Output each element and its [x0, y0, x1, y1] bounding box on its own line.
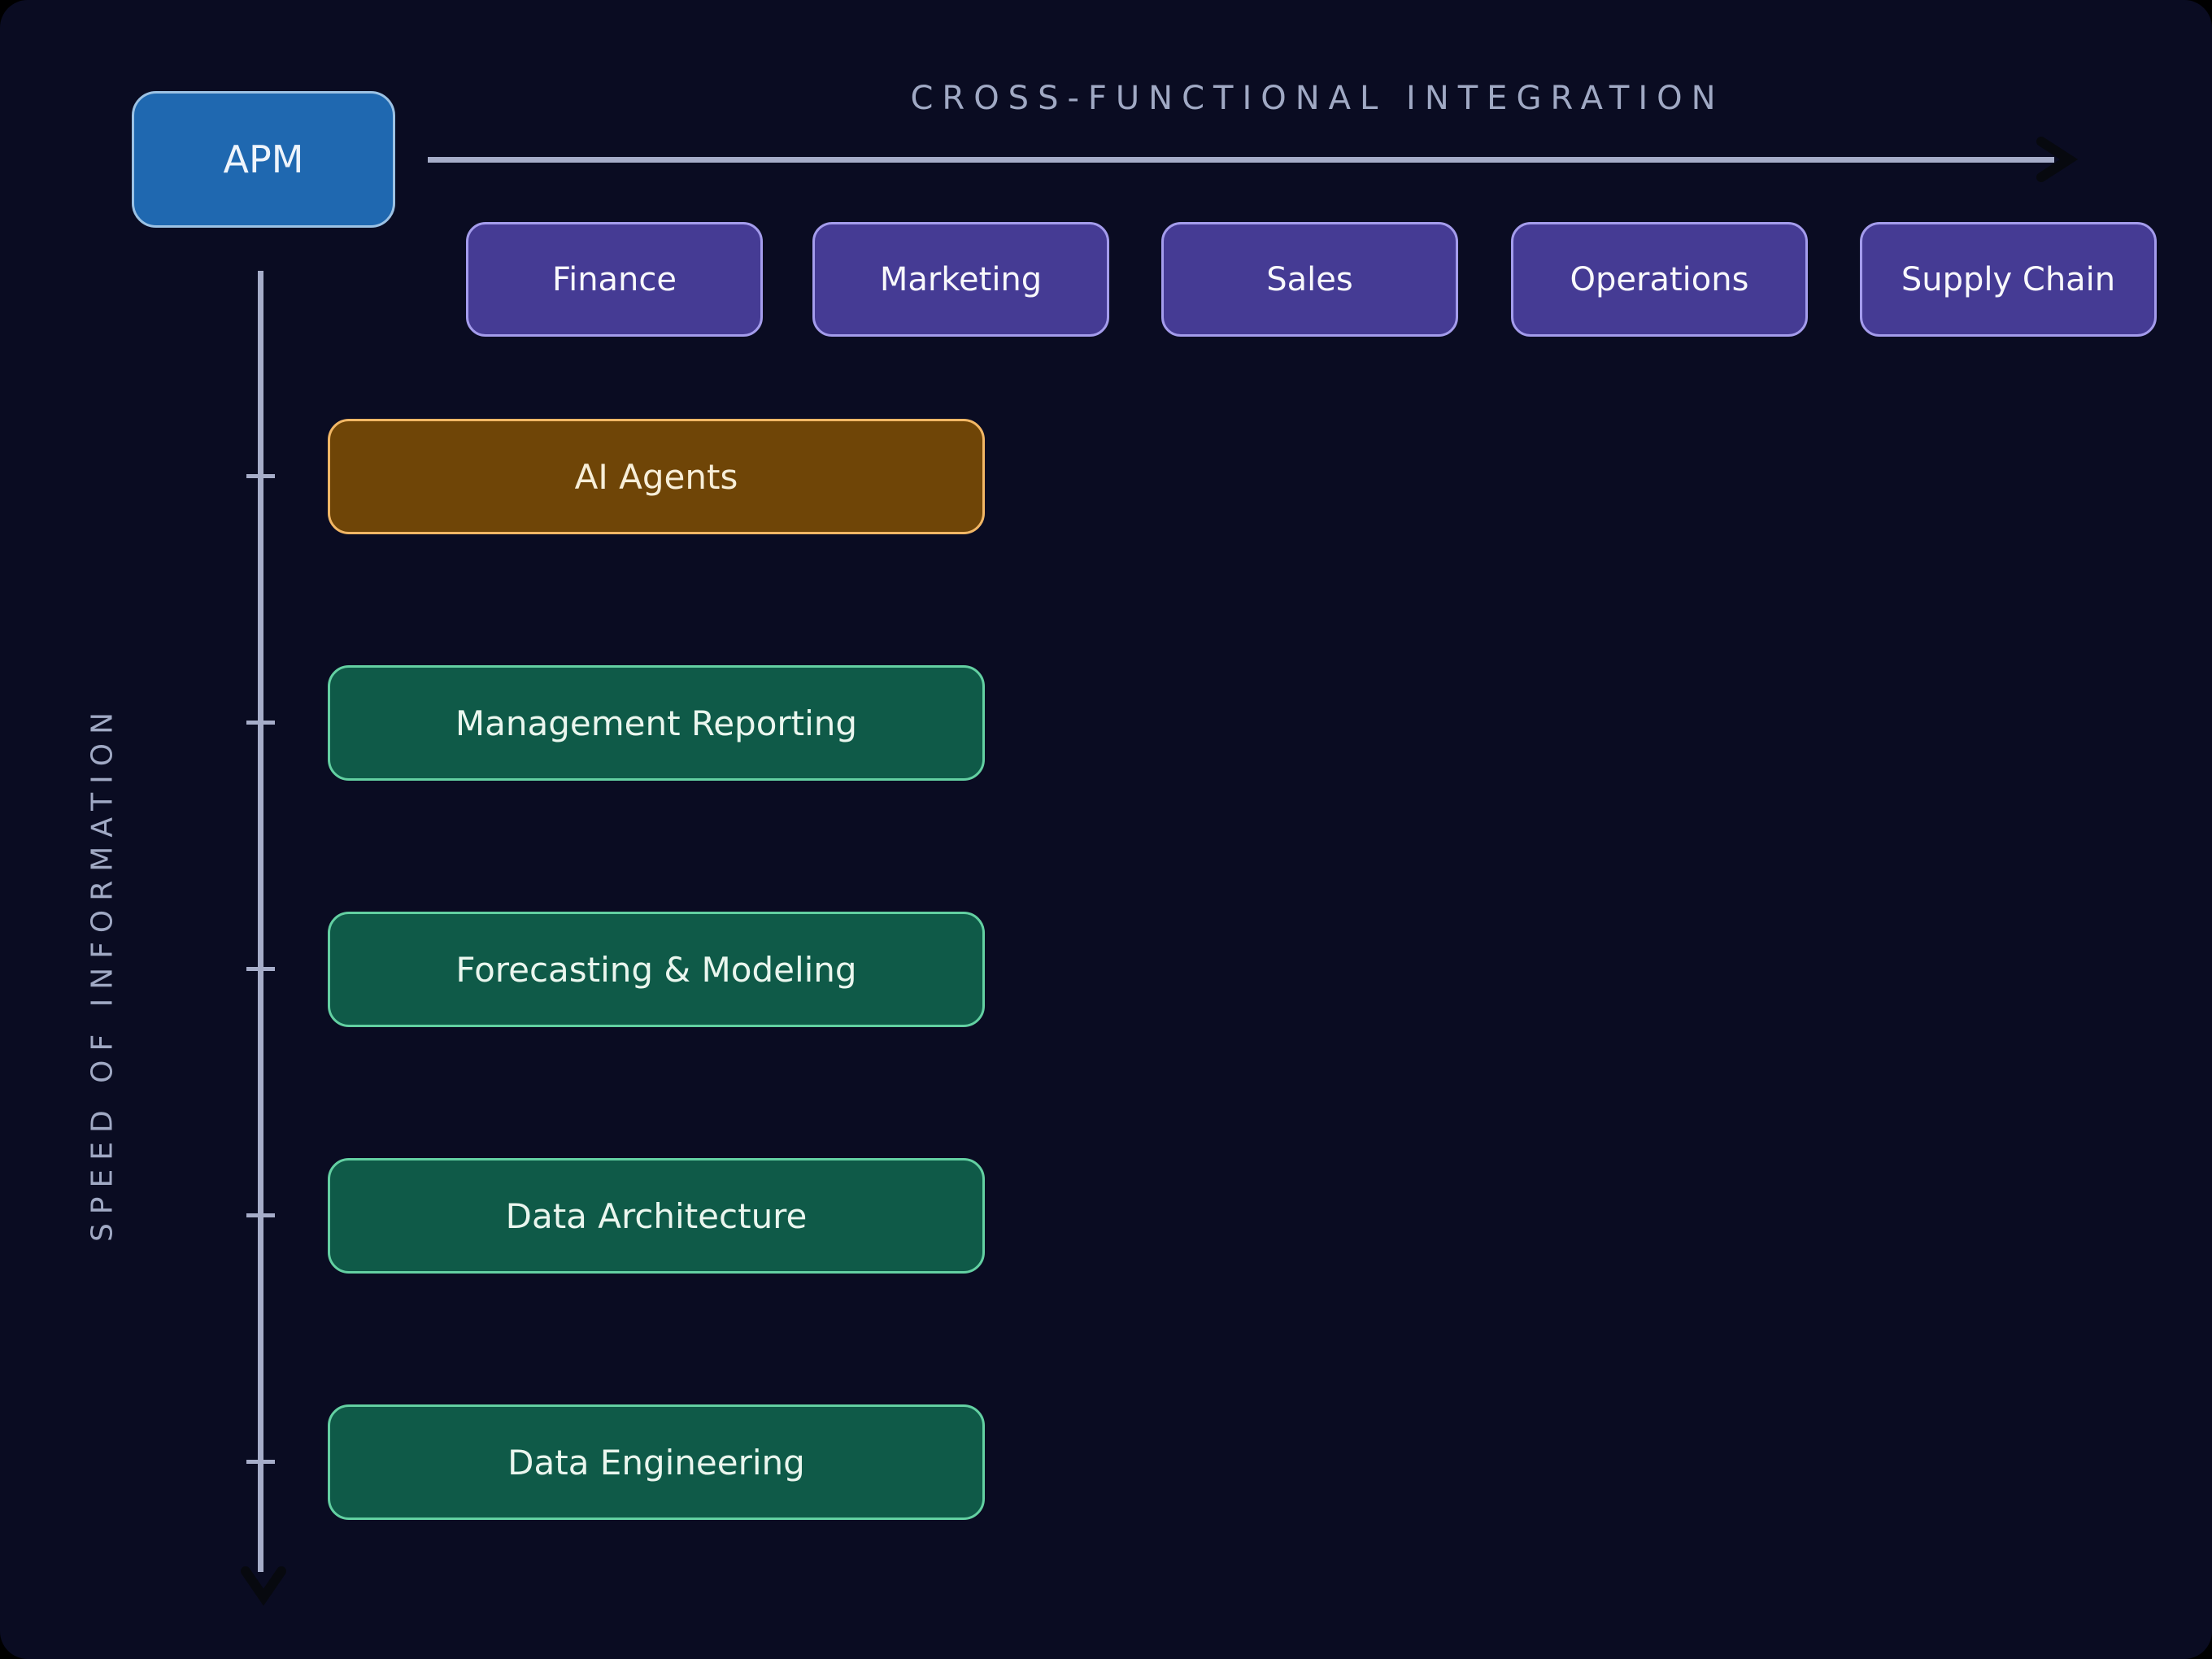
- capability-label: Data Architecture: [505, 1195, 808, 1236]
- capability-label: Management Reporting: [455, 703, 858, 743]
- function-label: Marketing: [879, 260, 1043, 298]
- y-axis-tick: [246, 1460, 275, 1464]
- function-node-finance: Finance: [466, 222, 763, 337]
- y-axis-tick: [246, 1213, 275, 1217]
- y-axis-title: SPEED OF INFORMATION: [85, 703, 120, 1243]
- apm-root-label: APM: [223, 137, 304, 181]
- function-label: Sales: [1266, 260, 1353, 298]
- capability-label: Data Engineering: [507, 1442, 805, 1483]
- y-axis-line: [258, 271, 263, 1572]
- function-node-sales: Sales: [1161, 222, 1458, 337]
- function-label: Supply Chain: [1901, 260, 2116, 298]
- capability-label: Forecasting & Modeling: [455, 949, 857, 990]
- y-axis-tick: [246, 967, 275, 971]
- y-axis-tick: [246, 474, 275, 478]
- function-node-marketing: Marketing: [812, 222, 1109, 337]
- down-arrowhead-icon: [241, 1566, 286, 1606]
- capability-node-data-architecture: Data Architecture: [328, 1158, 985, 1274]
- apm-root-node: APM: [132, 91, 395, 228]
- function-node-operations: Operations: [1511, 222, 1808, 337]
- y-axis-tick: [246, 721, 275, 725]
- x-axis-title: CROSS-FUNCTIONAL INTEGRATION: [910, 80, 1725, 117]
- capability-label: AI Agents: [574, 456, 738, 497]
- function-node-supply-chain: Supply Chain: [1860, 222, 2157, 337]
- capability-node-forecasting-modeling: Forecasting & Modeling: [328, 912, 985, 1027]
- right-arrowhead-icon: [2036, 137, 2079, 182]
- capability-node-ai-agents: AI Agents: [328, 419, 985, 534]
- function-label: Finance: [551, 260, 677, 298]
- capability-node-management-reporting: Management Reporting: [328, 665, 985, 781]
- capability-node-data-engineering: Data Engineering: [328, 1404, 985, 1520]
- x-axis-line: [428, 157, 2054, 163]
- function-label: Operations: [1570, 260, 1749, 298]
